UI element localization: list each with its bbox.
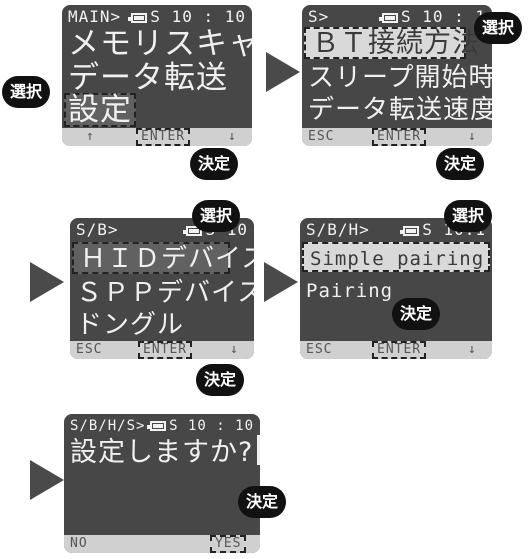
- select-callout: 選択: [444, 200, 493, 232]
- no-softkey[interactable]: NO: [70, 536, 88, 551]
- yes-softkey[interactable]: YES: [210, 535, 247, 553]
- softkey-bar: ESC ENTER ↓: [70, 341, 254, 359]
- menu-path: MAIN>: [68, 7, 122, 26]
- down-arrow-softkey[interactable]: ↓: [228, 129, 237, 144]
- esc-softkey[interactable]: ESC: [306, 342, 333, 357]
- clock-text: S 10 : 10: [169, 418, 254, 434]
- enter-softkey[interactable]: ENTER: [372, 128, 427, 146]
- softkey-bar: ESC ENTER ↓: [302, 128, 492, 146]
- confirm-callout: 決定: [190, 148, 239, 180]
- menu-item-bt-connection[interactable]: ＢＴ接続方法: [312, 28, 480, 59]
- enter-softkey[interactable]: ENTER: [136, 128, 191, 146]
- flow-arrow-icon: [264, 262, 298, 302]
- confirm-callout: 決定: [196, 364, 245, 396]
- menu-item-sleep-start[interactable]: スリープ開始時間: [308, 63, 492, 93]
- menu-item-spp-device[interactable]: ＳＰＰデバイス: [76, 278, 254, 308]
- menu-path: S/B/H>: [306, 220, 370, 239]
- softkey-bar: ESC ENTER ↓: [300, 341, 492, 359]
- down-arrow-softkey[interactable]: ↓: [230, 342, 239, 357]
- clock: S 10 : 1: [378, 5, 486, 29]
- battery-icon: [147, 421, 167, 431]
- softkey-bar: NO YES: [64, 535, 260, 553]
- select-callout: 選択: [192, 200, 241, 232]
- screen-hid-device-menu: S/B/H> S 10:1 Simple pairing Pairing ESC…: [300, 218, 492, 359]
- battery-icon: [128, 13, 148, 23]
- selection-highlight: ＨＩＤデバイス: [72, 242, 254, 274]
- confirm-prompt-text: 設定しますか?: [70, 437, 254, 468]
- confirm-callout: 決定: [436, 148, 485, 180]
- menu-item-dongle[interactable]: ドングル: [76, 310, 185, 340]
- clock-text: S 10 : 10: [150, 7, 246, 26]
- screen-main-menu: MAIN> S 10 : 10 メモリスキャン データ転送 設定 ↑ ENTER…: [62, 5, 252, 146]
- battery-icon: [400, 226, 420, 236]
- flow-arrow-icon: [30, 460, 64, 500]
- selection-highlight: 設定: [64, 92, 136, 128]
- enter-softkey[interactable]: ENTER: [372, 341, 427, 359]
- selection-highlight: ＢＴ接続方法: [304, 27, 479, 59]
- status-bar: S/B/H/S> S 10 : 10: [64, 414, 260, 438]
- status-bar: MAIN> S 10 : 10: [62, 5, 252, 29]
- clock: S 10 : 10: [128, 5, 246, 29]
- select-callout: 選択: [2, 76, 51, 108]
- selection-highlight: Simple pairing: [302, 242, 490, 272]
- menu-item-simple-pairing[interactable]: Simple pairing: [310, 248, 485, 270]
- screen-bt-connection-menu: S/B> S 10 ＨＩＤデバイス ＳＰＰデバイス ドングル ESC ENTER…: [70, 218, 254, 359]
- menu-item-data-transfer[interactable]: データ転送: [68, 60, 228, 96]
- menu-item-hid-device[interactable]: ＨＩＤデバイス: [80, 244, 254, 274]
- confirm-callout: 決定: [392, 298, 441, 330]
- clock-text: S 10 : 1: [400, 7, 486, 26]
- down-arrow-softkey[interactable]: ↓: [468, 342, 477, 357]
- clock: S 10 : 10: [147, 414, 254, 438]
- enter-softkey[interactable]: ENTER: [138, 341, 193, 359]
- up-arrow-softkey[interactable]: ↑: [86, 129, 95, 144]
- select-callout: 選択: [474, 12, 523, 44]
- screen-settings-menu: S> S 10 : 1 ＢＴ接続方法 スリープ開始時間 データ転送速度 ESC …: [302, 5, 492, 146]
- confirm-prompt: 設定しますか?: [70, 434, 260, 472]
- battery-icon: [378, 13, 398, 23]
- menu-item-settings[interactable]: 設定: [68, 92, 132, 128]
- menu-path: S/B/H/S>: [70, 418, 146, 434]
- screen-confirm-dialog: S/B/H/S> S 10 : 10 設定しますか? NO YES: [64, 414, 260, 553]
- flow-arrow-icon: [266, 52, 300, 92]
- menu-item-pairing[interactable]: Pairing: [306, 280, 394, 302]
- menu-item-transfer-speed[interactable]: データ転送速度: [308, 95, 492, 125]
- down-arrow-softkey[interactable]: ↓: [468, 129, 477, 144]
- flow-arrow-icon: [30, 262, 64, 302]
- confirm-callout: 決定: [238, 486, 287, 518]
- menu-item-memory-scan[interactable]: メモリスキャン: [68, 26, 252, 62]
- status-bar: S> S 10 : 1: [302, 5, 492, 29]
- text-cursor: [257, 435, 260, 465]
- menu-path: S>: [308, 7, 330, 26]
- esc-softkey[interactable]: ESC: [76, 342, 103, 357]
- esc-softkey[interactable]: ESC: [308, 129, 335, 144]
- menu-path: S/B>: [76, 220, 119, 239]
- softkey-bar: ↑ ENTER ↓: [62, 128, 252, 146]
